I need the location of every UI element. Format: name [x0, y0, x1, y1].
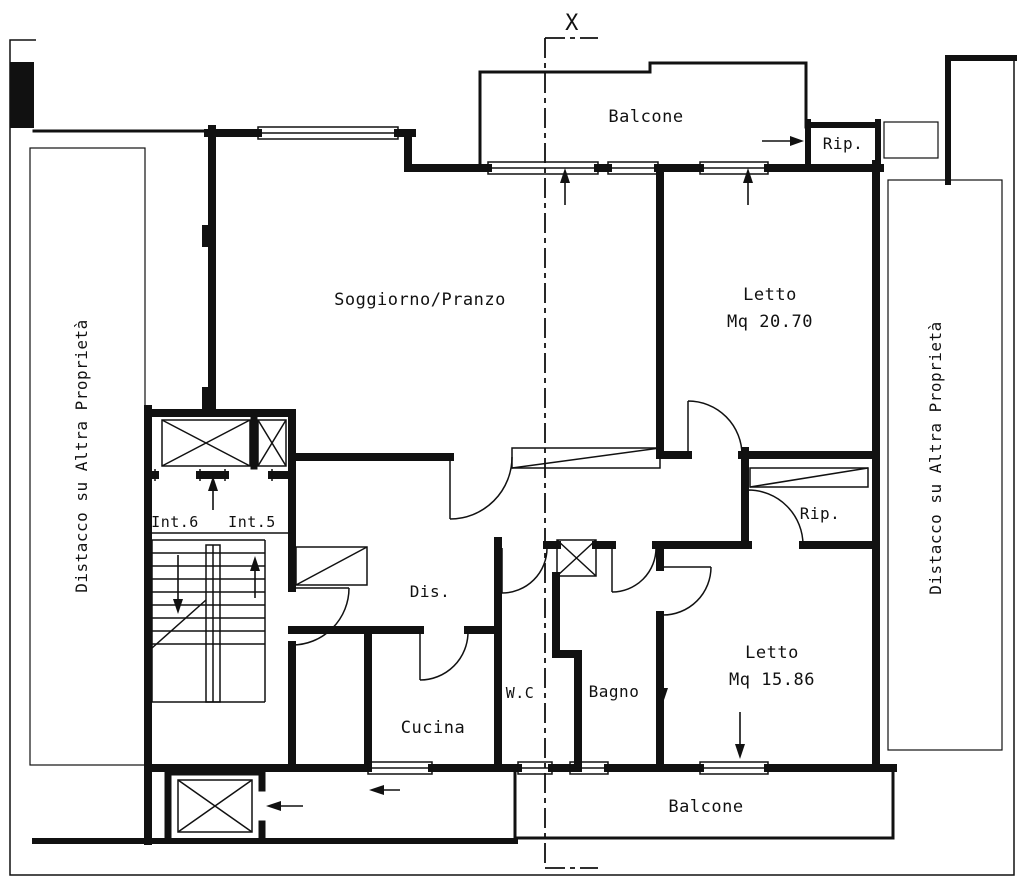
vent-shaft [556, 539, 597, 577]
balcony-bottom-label: Balcone [668, 797, 743, 817]
arrow-left-icon [369, 785, 400, 795]
elevator-shaft [177, 779, 253, 833]
unit5-label: Int.5 [228, 513, 276, 531]
arrow-up-icon [560, 168, 570, 205]
party-wall-block [10, 62, 34, 128]
setback-right-label: Distacco su Altra Proprietà [926, 321, 945, 595]
elevator-shaft [161, 419, 251, 467]
balcony-top-label: Balcone [608, 107, 683, 127]
unit6-label: Int.6 [151, 513, 199, 531]
hallway-label: Dis. [410, 582, 451, 601]
direction-arrows [173, 136, 804, 811]
setback-left-label: Distacco su Altra Proprietà [72, 319, 91, 593]
balcony-bottom-parapet [513, 764, 895, 840]
kitchen-label: Cucina [401, 718, 465, 738]
setback-hatch-right [887, 179, 1003, 751]
duct-box [883, 121, 939, 159]
fixtures [161, 121, 939, 833]
walls [32, 55, 1017, 845]
door-swings [291, 400, 804, 681]
windows [154, 126, 769, 775]
arrow-up-icon [743, 168, 753, 205]
arrow-down-icon [173, 555, 183, 614]
bedroom1-area-label: Mq 20.70 [727, 312, 813, 332]
arrow-left-icon [266, 801, 303, 811]
bathroom-label: Bagno [589, 682, 640, 701]
wardrobe-glyph [749, 467, 869, 488]
bedroom2-area-label: Mq 15.86 [729, 670, 815, 690]
wc-label: W.C [506, 684, 535, 702]
arrow-down-icon [658, 652, 668, 703]
section-line [544, 37, 598, 869]
arrow-up-icon [250, 556, 260, 598]
balcony-top-parapet [478, 61, 808, 167]
arrow-up-icon [208, 476, 218, 510]
wardrobe-glyph [295, 546, 368, 586]
labels: X Balcone Rip. Soggiorno/Pranzo Letto Mq… [72, 11, 945, 817]
bedroom1-label: Letto [743, 285, 797, 305]
section-marker-label: X [565, 11, 579, 36]
living-room-label: Soggiorno/Pranzo [334, 290, 506, 310]
arrow-right-icon [762, 136, 804, 146]
sheet-frame [9, 39, 1015, 876]
arrow-down-icon [735, 712, 745, 759]
stairs [148, 532, 292, 703]
storage-top-label: Rip. [823, 134, 864, 153]
bedroom2-label: Letto [745, 643, 799, 663]
storage-mid-label: Rip. [800, 504, 841, 523]
service-shaft [257, 419, 287, 467]
